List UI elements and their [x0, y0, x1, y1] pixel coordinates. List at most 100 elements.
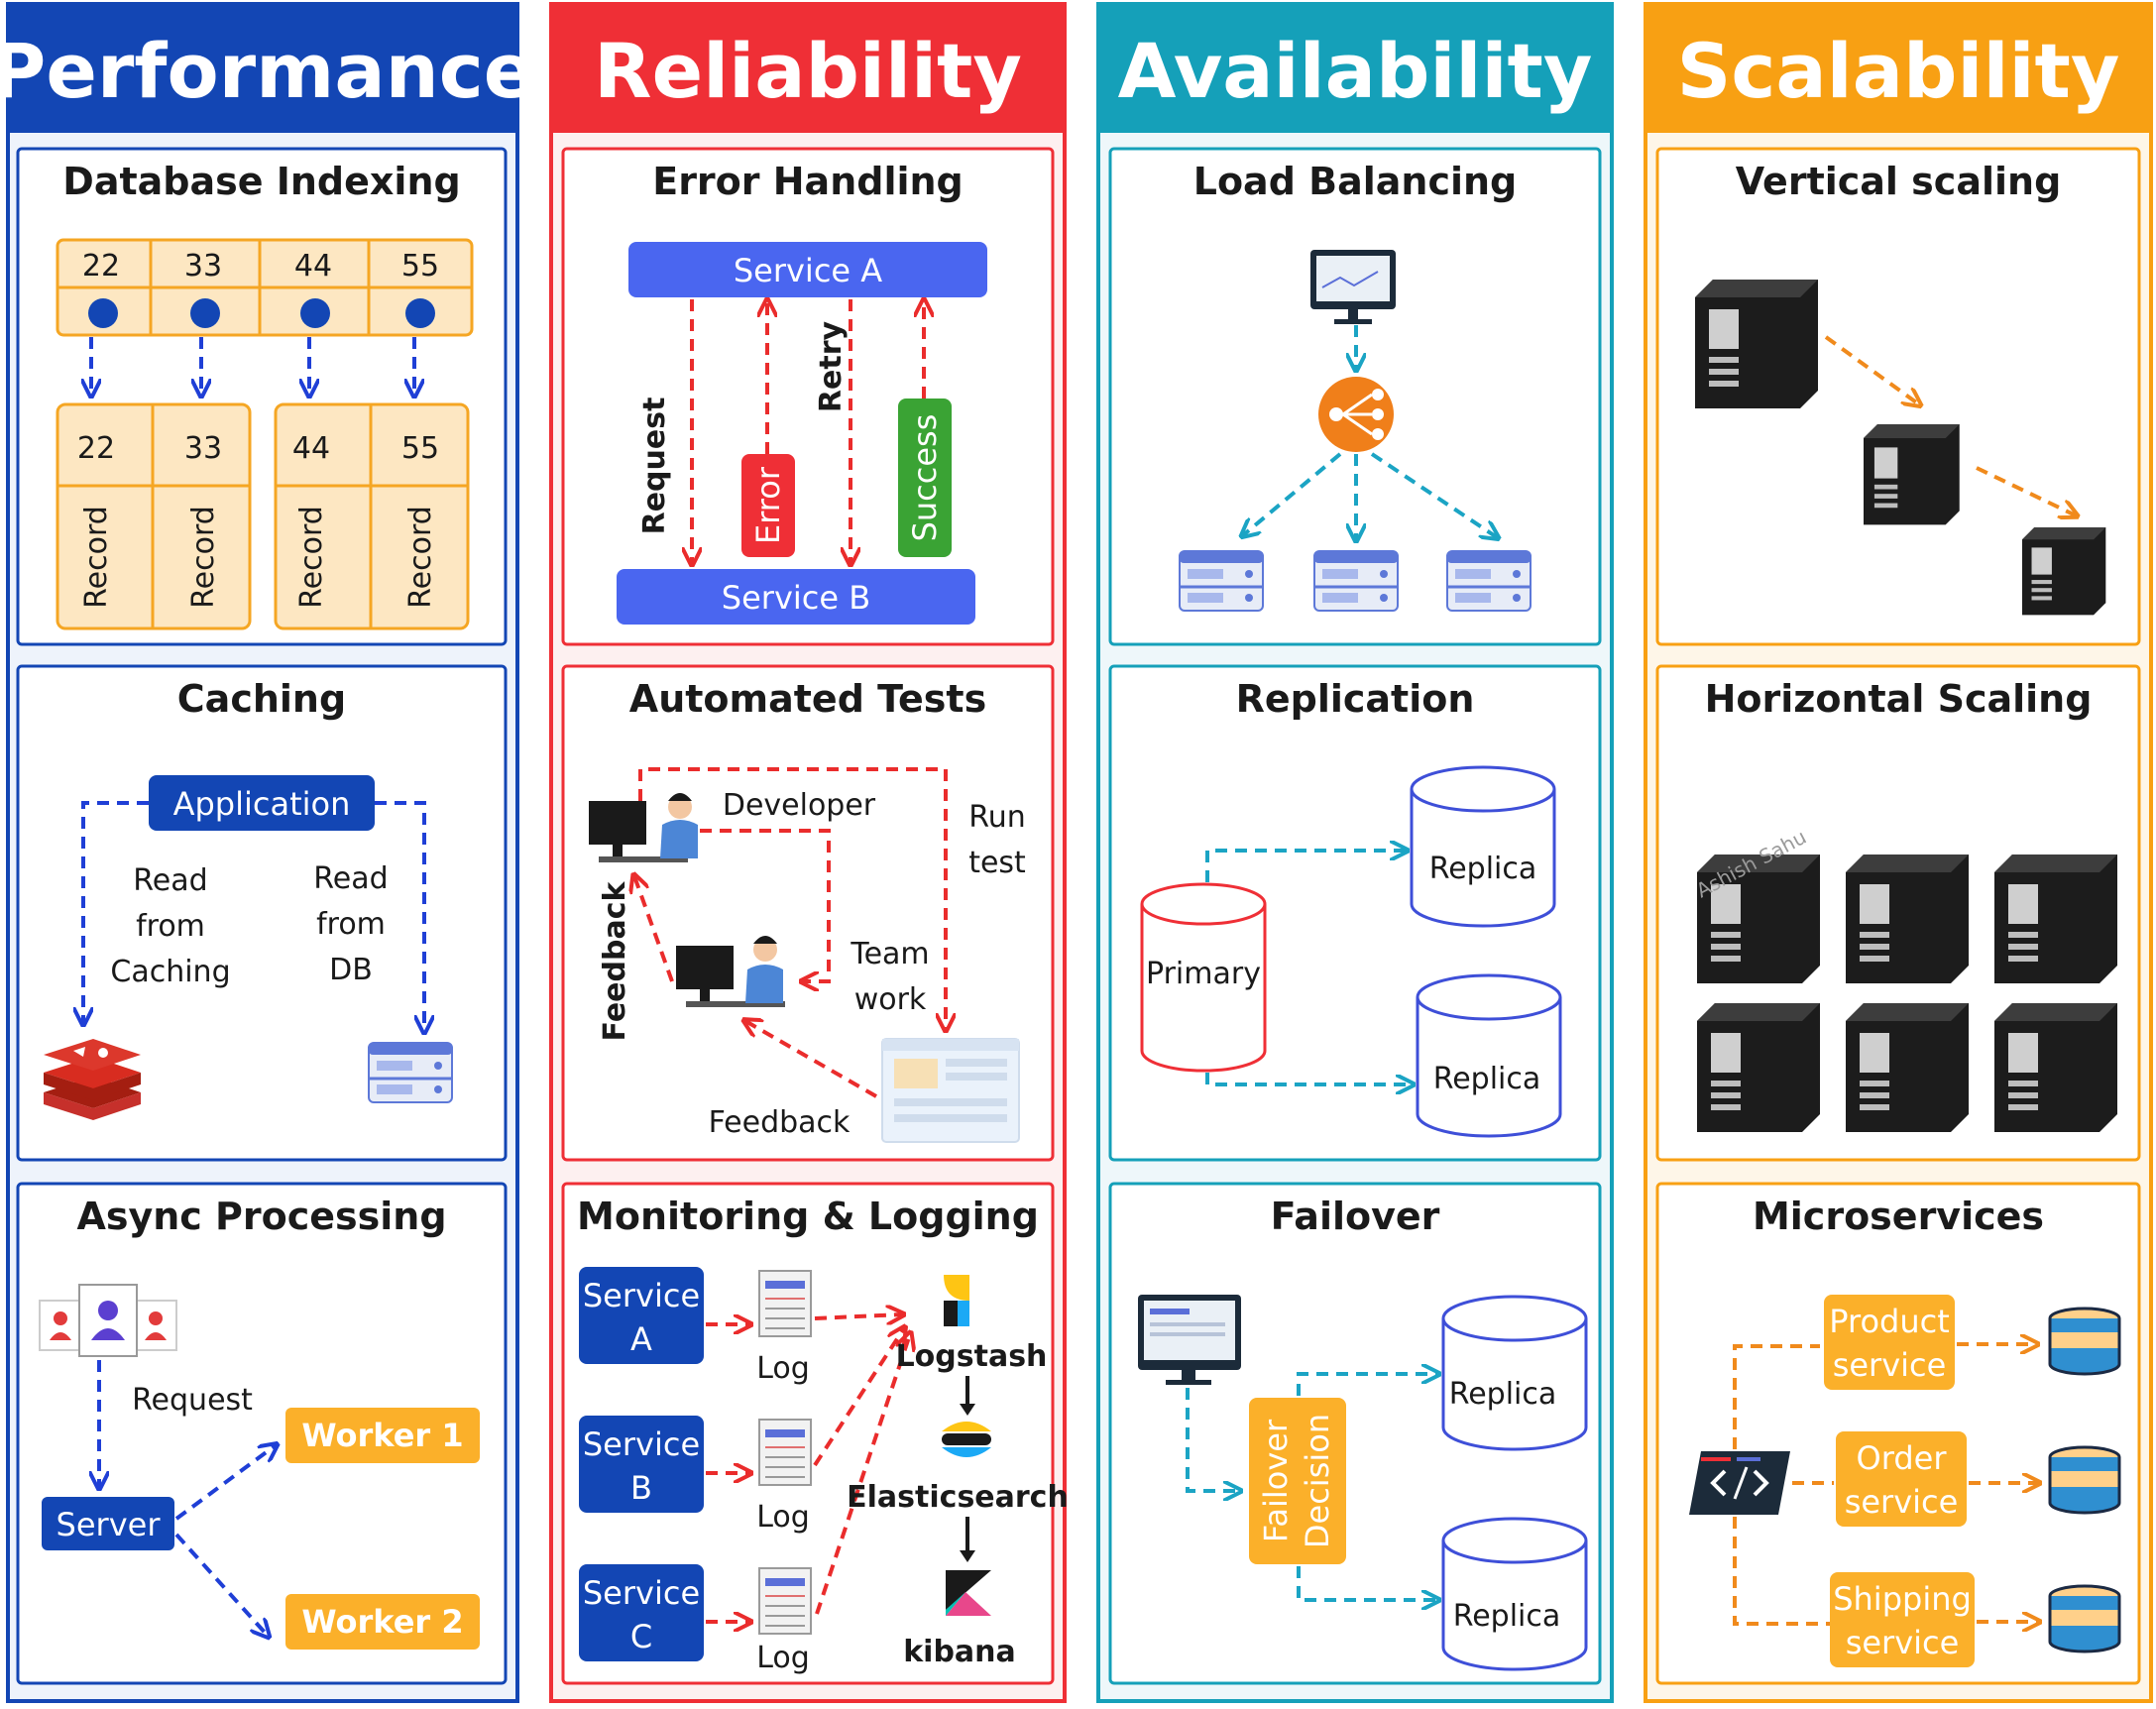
log-label: Log: [756, 1641, 810, 1675]
automated-tests-title: Automated Tests: [629, 677, 986, 721]
microservice-label: Order: [1857, 1439, 1948, 1477]
availability-column: Availability Load Balancing: [1096, 2, 1614, 1703]
kibana-label: kibana: [903, 1635, 1016, 1669]
server-icon: [1178, 549, 1265, 613]
db-server-icon: [367, 1041, 454, 1104]
elasticsearch-icon: [942, 1422, 991, 1457]
index-key: 55: [401, 249, 439, 284]
small-server-icon: [2022, 527, 2106, 616]
log-to-logstash-arrow: [815, 1334, 910, 1615]
medium-server-icon: [1864, 424, 1960, 525]
log-file-icon: [758, 1419, 812, 1486]
failover-decision-label: Failover: [1257, 1419, 1295, 1542]
shipping-service-box: [1830, 1572, 1975, 1667]
caching-panel: [16, 664, 508, 1162]
elasticsearch-label: Elasticsearch: [847, 1480, 1069, 1515]
server-box: [42, 1497, 174, 1550]
monitor-icon: [1310, 250, 1396, 324]
client-to-decision-arrow: [1186, 1388, 1239, 1491]
failover-replica-label: Replica: [1453, 1599, 1561, 1634]
application-box: [149, 775, 375, 831]
replication-title: Replication: [1236, 677, 1475, 721]
log-label: Log: [756, 1500, 810, 1535]
decision-to-replica-arrow: [1297, 1566, 1437, 1600]
code-to-service-line: [1733, 1344, 1820, 1449]
primary-db: [1140, 882, 1267, 1073]
microservice-label: service: [1845, 1483, 1959, 1521]
record-label: Record: [403, 506, 438, 609]
index-pointer-dot: [300, 298, 330, 328]
request-label: Request: [637, 398, 672, 535]
microservice-label: service: [1846, 1624, 1960, 1661]
record-label: Record: [294, 506, 329, 609]
database-icon: [2048, 1584, 2121, 1653]
load-balancing-title: Load Balancing: [1193, 160, 1518, 203]
worker2-box: [285, 1594, 480, 1650]
success-box: [898, 399, 952, 557]
microservice-label: Product: [1829, 1303, 1950, 1340]
monitor-service-box: [579, 1564, 704, 1661]
record-key: 55: [401, 431, 439, 466]
error-handling-title: Error Handling: [652, 160, 964, 203]
worker1-box: [285, 1408, 480, 1463]
replica-label: Replica: [1429, 852, 1537, 886]
server-label: Server: [57, 1506, 162, 1543]
index-pointer-dot: [405, 298, 435, 328]
monitor-service-label: Service: [583, 1574, 700, 1612]
worker1-label: Worker 1: [301, 1417, 463, 1454]
load-balancer-icon: [1318, 377, 1394, 452]
feedback-vertical-label: Feedback: [598, 881, 632, 1042]
failover-title: Failover: [1271, 1195, 1440, 1238]
developer-label: Developer: [723, 788, 876, 823]
read-db-label: from: [316, 907, 386, 942]
scalability-header-bg: [1645, 4, 2151, 133]
run-test-arrow: [638, 767, 946, 1029]
index-pointer-dot: [190, 298, 220, 328]
replica-label: Replica: [1433, 1062, 1541, 1096]
monitor-service-box: [579, 1416, 704, 1513]
worker1-arrow: [174, 1445, 276, 1521]
server-tower-icon: [1846, 854, 1969, 983]
horizontal-scaling-title: Horizontal Scaling: [1705, 677, 2093, 721]
service-b-label: Service B: [722, 579, 870, 617]
failover-decision-label: Decision: [1299, 1414, 1336, 1548]
read-db-arrow: [375, 801, 424, 1031]
large-server-icon: [1695, 280, 1818, 408]
index-key: 22: [82, 249, 120, 284]
primary-to-replica-arrow: [1205, 851, 1406, 882]
performance-column: Performance Database Indexing 22 33 44 5…: [0, 2, 534, 1703]
run-test-label: test: [968, 846, 1026, 880]
record-key: 22: [77, 431, 115, 466]
read-cache-label: Read: [133, 863, 207, 898]
service-a-box: [628, 242, 987, 297]
success-label: Success: [906, 414, 944, 542]
database-icon: [2048, 1445, 2121, 1515]
team-work-label: work: [854, 982, 927, 1017]
teamwork-icon: [676, 936, 785, 1007]
db-indexing-title: Database Indexing: [62, 160, 460, 203]
client-monitor-icon: [1138, 1295, 1241, 1385]
team-work-label: Team: [850, 937, 929, 971]
worker2-arrow: [174, 1533, 268, 1636]
availability-header-bg: [1098, 4, 1612, 133]
lb-to-server-arrow: [1370, 452, 1497, 537]
failover-decision-box: [1249, 1398, 1346, 1564]
worker2-label: Worker 2: [301, 1603, 463, 1641]
lb-to-server-arrow: [1243, 452, 1342, 535]
index-pointer-dot: [88, 298, 118, 328]
error-label: Error: [749, 466, 787, 544]
run-test-label: Run: [968, 800, 1026, 835]
replica-db: [1416, 973, 1562, 1138]
database-icon: [2048, 1307, 2121, 1376]
monitor-service-label: B: [630, 1469, 652, 1507]
order-service-box: [1836, 1431, 1967, 1527]
read-cache-label: Caching: [110, 955, 230, 989]
server-icon: [1445, 549, 1532, 613]
automated-tests-panel: [561, 664, 1055, 1162]
feedback-bottom-arrow: [745, 1021, 877, 1098]
kibana-icon: [946, 1570, 991, 1616]
async-request-label: Request: [132, 1383, 253, 1418]
log-to-logstash-arrow: [814, 1314, 902, 1318]
server-tower-icon: [1994, 1003, 2117, 1132]
record-key: 33: [184, 431, 222, 466]
